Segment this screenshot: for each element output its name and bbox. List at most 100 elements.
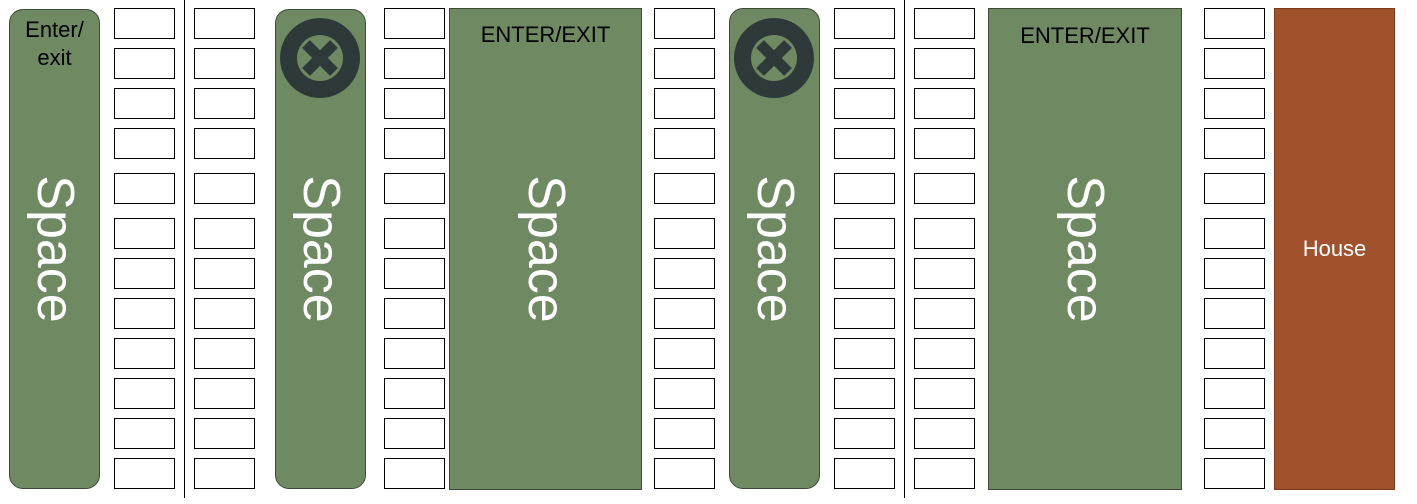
slot-box bbox=[654, 48, 715, 79]
slot-box bbox=[194, 378, 255, 409]
slot-box bbox=[1204, 173, 1265, 204]
slot-box bbox=[194, 418, 255, 449]
slot-box bbox=[114, 298, 175, 329]
slot-box bbox=[194, 258, 255, 289]
slot-box bbox=[914, 258, 975, 289]
slot-box bbox=[654, 128, 715, 159]
slot-box bbox=[654, 88, 715, 119]
lane-5-space-label: Space bbox=[1056, 175, 1114, 323]
slot-box bbox=[1204, 48, 1265, 79]
slot-box bbox=[194, 458, 255, 489]
entry-label-line-1: Enter/ bbox=[25, 17, 84, 42]
divider-line bbox=[184, 0, 185, 498]
slot-box bbox=[914, 48, 975, 79]
slot-box bbox=[384, 378, 445, 409]
slot-box bbox=[194, 298, 255, 329]
slot-box bbox=[1204, 218, 1265, 249]
slot-box bbox=[914, 458, 975, 489]
slot-box bbox=[654, 218, 715, 249]
slot-box bbox=[834, 8, 895, 39]
lane-1-space-label: Space bbox=[25, 175, 84, 323]
slot-box bbox=[114, 173, 175, 204]
slot-box bbox=[914, 173, 975, 204]
slot-box bbox=[914, 8, 975, 39]
lane-4-space-label: Space bbox=[745, 174, 804, 323]
slot-box bbox=[914, 88, 975, 119]
slot-box bbox=[1204, 418, 1265, 449]
slot-box bbox=[384, 88, 445, 119]
slot-box bbox=[834, 298, 895, 329]
slot-box bbox=[384, 48, 445, 79]
slot-box bbox=[834, 458, 895, 489]
lane-1-entry-label: Enter/ exit bbox=[10, 16, 99, 71]
slot-box bbox=[384, 298, 445, 329]
entry-label-line-2: exit bbox=[37, 44, 72, 70]
lane-3-space-label: Space bbox=[516, 175, 575, 323]
slot-box bbox=[914, 298, 975, 329]
slot-box bbox=[194, 48, 255, 79]
slot-box bbox=[654, 258, 715, 289]
slot-box bbox=[834, 378, 895, 409]
slot-box bbox=[114, 378, 175, 409]
slot-box bbox=[114, 458, 175, 489]
slot-box bbox=[654, 298, 715, 329]
slot-box bbox=[114, 338, 175, 369]
slot-box bbox=[384, 338, 445, 369]
slot-box bbox=[194, 338, 255, 369]
slot-box bbox=[1204, 378, 1265, 409]
house-label: House bbox=[1302, 236, 1367, 261]
slot-box bbox=[114, 218, 175, 249]
slot-box bbox=[834, 173, 895, 204]
slot-box bbox=[384, 173, 445, 204]
slot-box bbox=[834, 128, 895, 159]
slot-box bbox=[114, 258, 175, 289]
blocked-x-icon bbox=[280, 18, 360, 98]
slot-box bbox=[1204, 88, 1265, 119]
space-lane-5: ENTER/EXIT Space bbox=[988, 8, 1182, 490]
slot-box bbox=[114, 48, 175, 79]
slot-box bbox=[654, 8, 715, 39]
slot-box bbox=[194, 8, 255, 39]
slot-box bbox=[194, 173, 255, 204]
slot-box bbox=[1204, 298, 1265, 329]
slot-box bbox=[114, 8, 175, 39]
slot-box bbox=[834, 218, 895, 249]
slot-box bbox=[384, 418, 445, 449]
slot-box bbox=[914, 128, 975, 159]
slot-box bbox=[384, 218, 445, 249]
lane-5-entry-label: ENTER/EXIT bbox=[1020, 23, 1150, 48]
slot-box bbox=[834, 48, 895, 79]
slot-box bbox=[834, 88, 895, 119]
slot-box bbox=[1204, 338, 1265, 369]
slot-box bbox=[654, 173, 715, 204]
slot-box bbox=[654, 458, 715, 489]
slot-box bbox=[114, 88, 175, 119]
slot-box bbox=[1204, 128, 1265, 159]
slot-box bbox=[384, 8, 445, 39]
slot-box bbox=[654, 418, 715, 449]
space-lane-4: Space bbox=[729, 8, 820, 489]
slot-box bbox=[914, 218, 975, 249]
house-block: House bbox=[1274, 8, 1395, 490]
slot-box bbox=[834, 418, 895, 449]
slot-box bbox=[114, 418, 175, 449]
slot-box bbox=[384, 458, 445, 489]
lane-2-space-label: Space bbox=[291, 175, 350, 323]
slot-box bbox=[654, 338, 715, 369]
slot-box bbox=[914, 378, 975, 409]
lane-3-entry-label: ENTER/EXIT bbox=[480, 22, 611, 47]
slot-box bbox=[384, 128, 445, 159]
slot-box bbox=[194, 88, 255, 119]
slot-box bbox=[1204, 258, 1265, 289]
slot-box bbox=[1204, 458, 1265, 489]
slot-box bbox=[194, 128, 255, 159]
slot-box bbox=[914, 418, 975, 449]
space-lane-3: ENTER/EXIT Space bbox=[449, 8, 642, 490]
slot-box bbox=[914, 338, 975, 369]
space-lane-1: Enter/ exit Space bbox=[9, 9, 100, 489]
slot-box bbox=[1204, 8, 1265, 39]
slot-box bbox=[194, 218, 255, 249]
slot-box bbox=[834, 258, 895, 289]
divider-line bbox=[904, 0, 905, 498]
slot-box bbox=[654, 378, 715, 409]
